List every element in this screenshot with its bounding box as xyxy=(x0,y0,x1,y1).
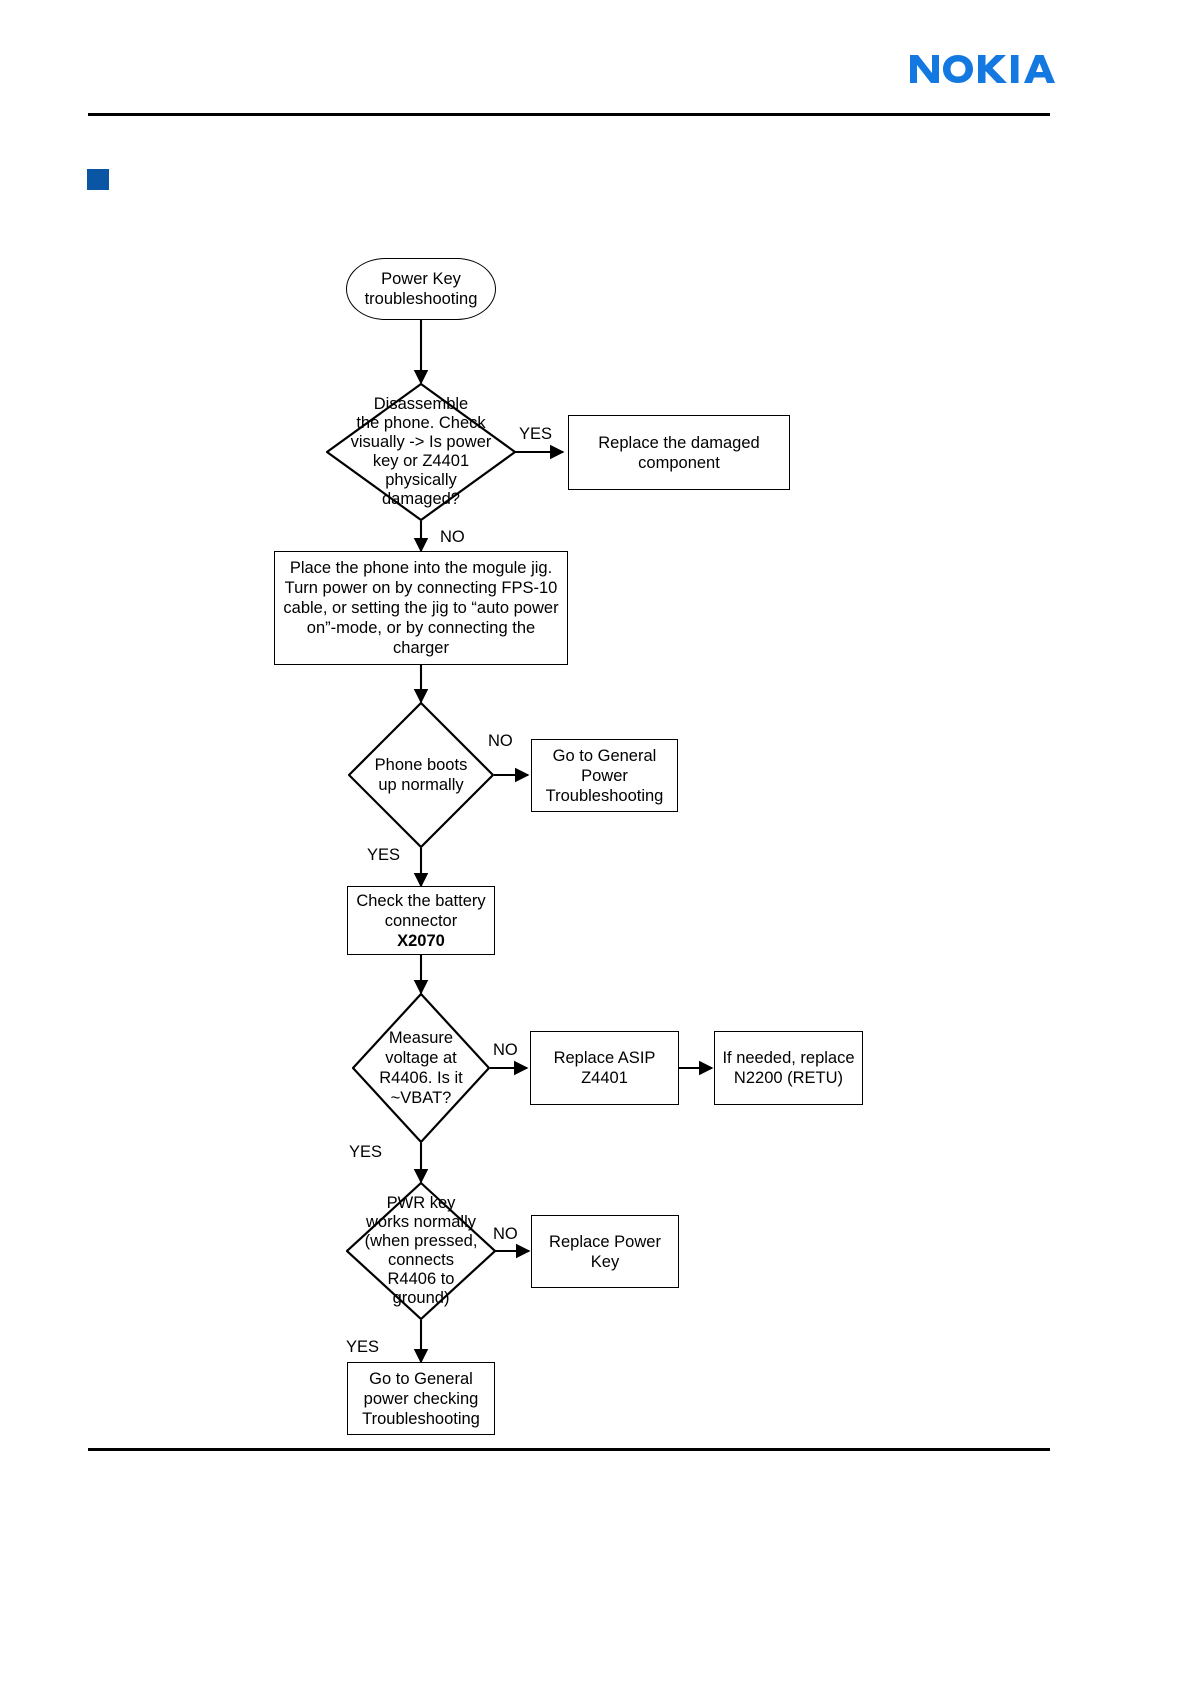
edge-label-yes-pwr-key: YES xyxy=(346,1338,380,1356)
flow-node-replace-damaged-component: Replace the damaged component xyxy=(568,415,790,490)
diamond-shape xyxy=(346,1182,496,1320)
edge-label-yes-voltage: YES xyxy=(349,1143,383,1161)
header-divider xyxy=(88,113,1050,116)
flow-decision-phone-boots-label: Phone boots up normally xyxy=(374,756,468,794)
flow-node-replace-power-key: Replace Power Key xyxy=(531,1215,679,1288)
flow-node-go-general-power-checking-label: Go to General power checking Troubleshoo… xyxy=(362,1369,480,1428)
diamond-shape xyxy=(326,383,516,521)
nokia-logo xyxy=(910,52,1055,86)
flow-node-replace-power-key-label: Replace Power Key xyxy=(549,1232,661,1271)
flow-node-go-general-power-troubleshooting: Go to General Power Troubleshooting xyxy=(531,739,678,812)
flow-decision-pwr-key-works-label: PWR key works normally (when pressed, co… xyxy=(364,1194,478,1307)
flow-node-replace-retu: If needed, replace N2200 (RETU) xyxy=(714,1031,863,1105)
flow-node-start: Power Key troubleshooting xyxy=(346,258,496,320)
flow-node-go-general-power-checking: Go to General power checking Troubleshoo… xyxy=(347,1362,495,1435)
flow-decision-visual-damage: Disassemble the phone. Check visually ->… xyxy=(326,383,516,521)
diamond-shape xyxy=(348,702,494,848)
flow-node-replace-asip-label: Replace ASIP Z4401 xyxy=(553,1049,656,1087)
edge-label-no-damaged: NO xyxy=(440,528,465,546)
flow-node-place-phone-in-jig-label: Place the phone into the mogule jig. Tur… xyxy=(283,559,559,657)
flow-decision-measure-voltage-label: Measure voltage at R4406. Is it ~VBAT? xyxy=(379,1029,463,1107)
flow-decision-measure-voltage: Measure voltage at R4406. Is it ~VBAT? xyxy=(352,993,490,1143)
flow-node-replace-damaged-component-label: Replace the damaged component xyxy=(598,433,760,472)
flow-node-replace-retu-label: If needed, replace N2200 (RETU) xyxy=(722,1049,855,1087)
flow-decision-visual-damage-label: Disassemble the phone. Check visually ->… xyxy=(350,395,492,508)
flow-node-place-phone-in-jig: Place the phone into the mogule jig. Tur… xyxy=(274,551,568,665)
edge-label-no-pwr-key: NO xyxy=(493,1225,518,1243)
flow-node-replace-asip: Replace ASIP Z4401 xyxy=(530,1031,679,1105)
footer-divider xyxy=(88,1448,1050,1451)
edge-label-yes-boots: YES xyxy=(367,846,401,864)
flow-decision-pwr-key-works: PWR key works normally (when pressed, co… xyxy=(346,1182,496,1320)
flow-decision-phone-boots: Phone boots up normally xyxy=(348,702,494,848)
edge-label-no-voltage: NO xyxy=(493,1041,518,1059)
edge-label-yes-damaged: YES xyxy=(519,425,553,443)
edge-label-no-boots: NO xyxy=(488,732,513,750)
section-marker xyxy=(87,169,109,190)
flow-node-go-general-power-troubleshooting-label: Go to General Power Troubleshooting xyxy=(545,746,664,805)
battery-connector-part: X2070 xyxy=(397,931,445,950)
flow-node-start-label: Power Key troubleshooting xyxy=(364,270,478,308)
diamond-shape xyxy=(352,993,490,1143)
